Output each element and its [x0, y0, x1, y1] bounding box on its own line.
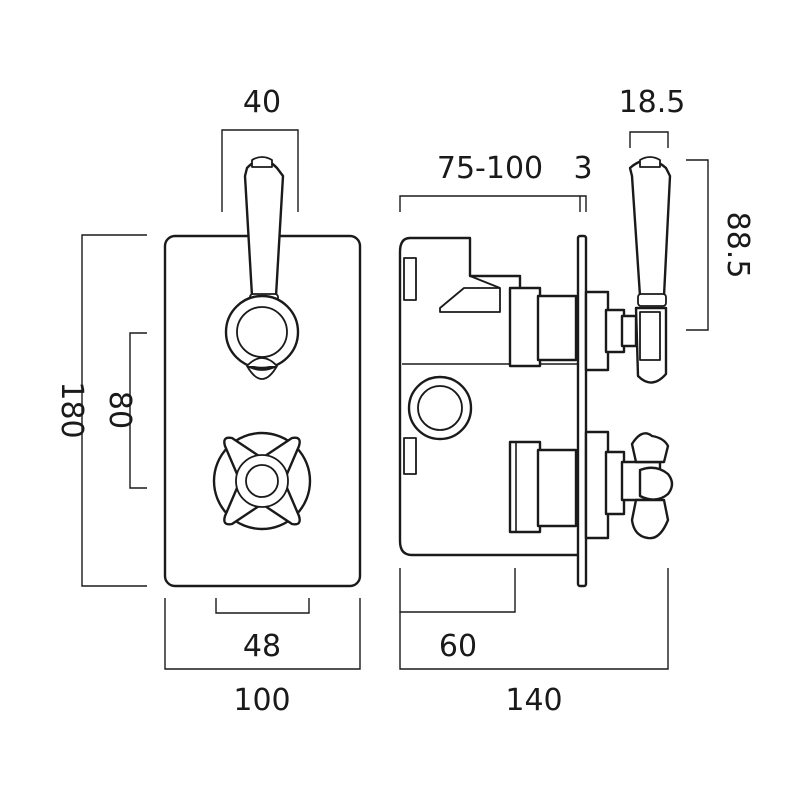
- label-spindle-spacing: 80: [102, 391, 137, 429]
- label-handle-length: 18.5: [619, 85, 686, 120]
- front-view: [81, 129, 362, 670]
- dim-line-overall-depth: [399, 568, 669, 670]
- lower-shroud-side: [584, 430, 626, 540]
- dim-line-spindle-centres: [215, 598, 310, 614]
- label-overall-depth: 140: [505, 683, 562, 718]
- dim-line-handle-width: [221, 129, 299, 212]
- cross-handle-front: [212, 431, 312, 531]
- upper-cartridge: [508, 286, 578, 368]
- dim-line-body-depth: [399, 568, 516, 613]
- upper-shroud-side: [584, 290, 638, 372]
- dim-line-plate-width: [164, 598, 361, 670]
- dim-line-handle-height: [686, 159, 709, 331]
- side-view: [398, 131, 709, 670]
- cross-handle-side: [620, 432, 674, 540]
- lower-cartridge: [508, 440, 578, 534]
- dim-line-depth-range: [399, 195, 587, 212]
- label-body-depth: 60: [439, 629, 477, 664]
- dim-line-handle-length: [629, 131, 669, 148]
- dim-line-overall-height: [81, 234, 147, 587]
- lever-rosette-front: [224, 294, 300, 380]
- label-plate-thickness: 3: [573, 151, 592, 186]
- label-depth-range: 75-100: [437, 151, 543, 186]
- lever-handle-front: [243, 156, 285, 305]
- lever-handle-side: [628, 156, 672, 384]
- label-plate-width: 100: [233, 683, 290, 718]
- cover-plate-side: [576, 234, 588, 588]
- label-handle-width: 40: [243, 85, 281, 120]
- label-overall-height: 180: [54, 381, 89, 438]
- dim-line-spindle-spacing: [129, 332, 147, 489]
- label-spindle-centres: 48: [243, 629, 281, 664]
- label-handle-height: 88.5: [720, 212, 755, 279]
